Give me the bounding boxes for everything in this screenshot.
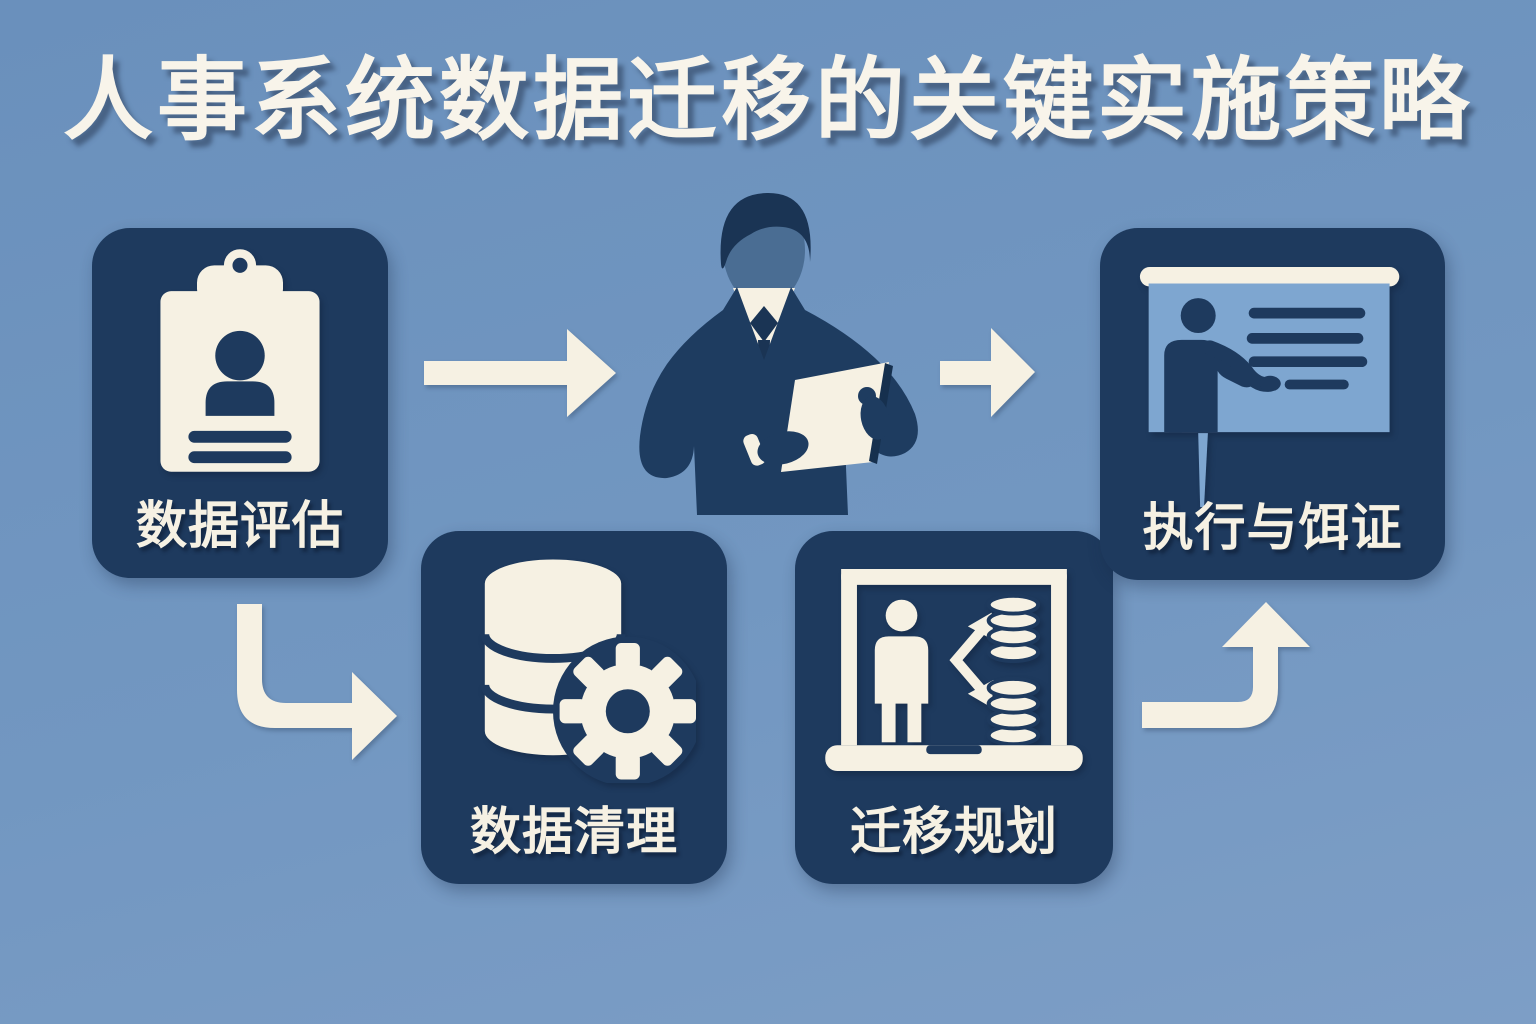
step-label: 数据清理 bbox=[469, 803, 678, 860]
right-hand bbox=[860, 396, 890, 440]
hair bbox=[720, 192, 811, 269]
arrow-step1-to-figure bbox=[424, 329, 616, 417]
laptop-data-migration-icon bbox=[825, 569, 1083, 772]
arrow-step3-to-step4 bbox=[1142, 602, 1310, 728]
database-stack-icon bbox=[986, 593, 1041, 747]
clipboard-profile-icon bbox=[160, 249, 320, 472]
presenter-icon bbox=[1163, 298, 1281, 507]
infographic-title: 人事系统数据迁移的关键实施策略 bbox=[63, 51, 1473, 151]
presentation-board-icon bbox=[1139, 267, 1399, 507]
step-label: 数据评估 bbox=[135, 497, 344, 554]
step-panel-data-cleaning: 数据清理 bbox=[421, 531, 727, 884]
gear-icon bbox=[559, 643, 696, 780]
businessman-with-tablet-figure bbox=[639, 192, 918, 515]
step-panel-data-assessment: 数据评估 bbox=[92, 228, 388, 578]
step-label: 迁移规划 bbox=[849, 803, 1058, 860]
step-panel-migration-planning: 迁移规划 bbox=[795, 531, 1113, 884]
database-gear-icon bbox=[480, 559, 696, 783]
step-panel-execution-validation: 执行与饵证 bbox=[1100, 228, 1445, 580]
transfer-arrows-icon bbox=[949, 612, 994, 708]
person-icon bbox=[874, 599, 929, 743]
arrow-step1-to-step2 bbox=[237, 604, 397, 760]
arrow-figure-to-step4 bbox=[940, 328, 1035, 417]
step-label: 执行与饵证 bbox=[1142, 499, 1403, 556]
suit bbox=[639, 287, 918, 515]
left-hand bbox=[757, 431, 809, 465]
text-lines bbox=[1246, 307, 1367, 390]
person-head bbox=[215, 330, 265, 381]
